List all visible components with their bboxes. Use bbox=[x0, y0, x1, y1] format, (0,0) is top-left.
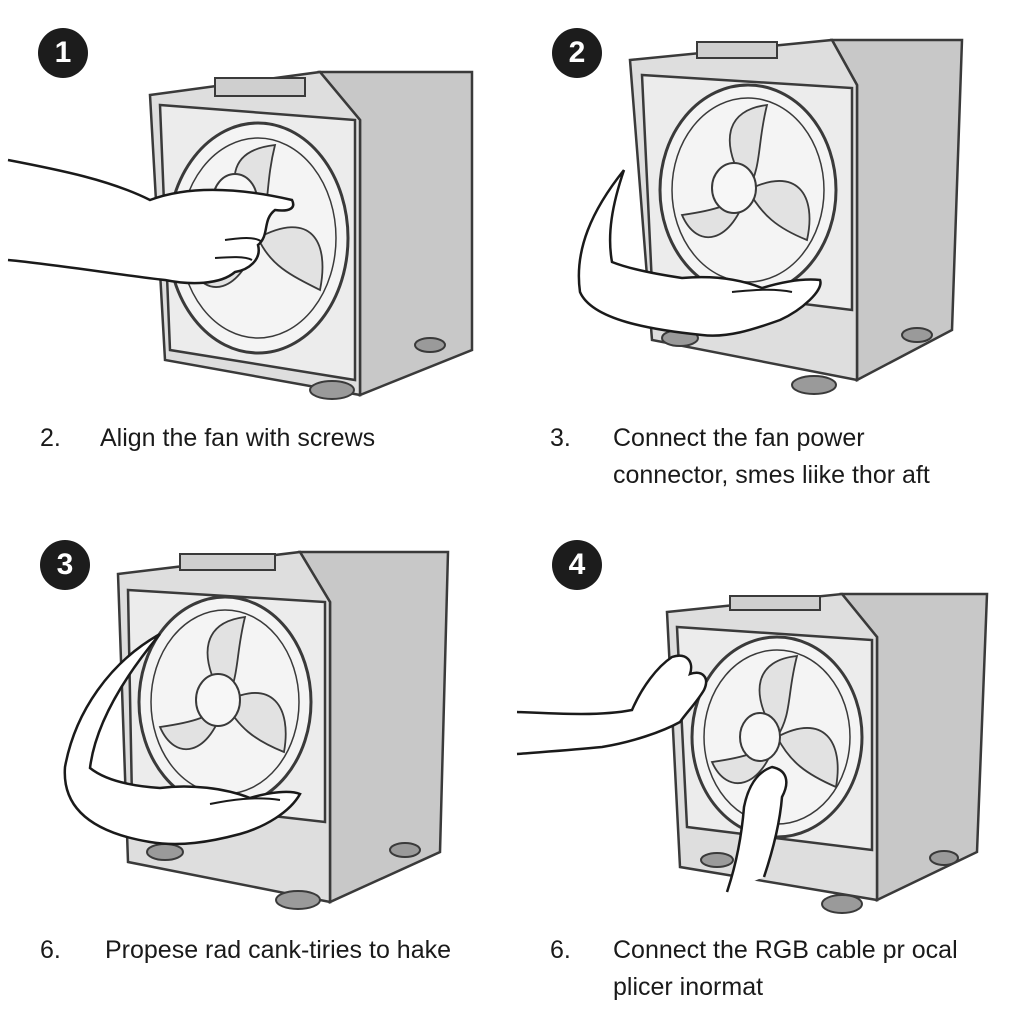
step-text-2: Connect the fan power connector, smes li… bbox=[613, 424, 930, 489]
step-badge-3: 3 bbox=[40, 540, 90, 590]
hand-icon bbox=[516, 654, 788, 893]
step-text-4: Connect the RGB cable pr ocal plicer ino… bbox=[613, 936, 958, 1001]
fan-install-illustration-1 bbox=[7, 70, 474, 400]
fan-install-illustration-2 bbox=[577, 38, 964, 395]
step-badge-4: 4 bbox=[552, 540, 602, 590]
case-fan bbox=[640, 73, 854, 312]
step-panel-4: 4 6. Connect the RGB cable pr ocal plice… bbox=[512, 512, 1024, 1024]
fan-install-illustration-3 bbox=[63, 550, 450, 910]
step-number-2: 3. bbox=[550, 424, 571, 452]
step-panel-3: 3 6. Propese rad cank-tiries to hake bbox=[0, 512, 512, 1024]
step-panel-1: 1 2. Align the fan with screws bbox=[0, 0, 512, 512]
case-fan bbox=[675, 625, 874, 852]
step-number-1: 2. bbox=[40, 424, 61, 452]
step-number-3: 6. bbox=[40, 936, 61, 964]
step-badge-1: 1 bbox=[38, 28, 88, 78]
hand-icon bbox=[577, 169, 822, 337]
hand-icon bbox=[7, 158, 295, 285]
fan-install-illustration-4 bbox=[516, 592, 989, 914]
step-panel-2: 2 3. Connect the fan power connector, sm… bbox=[512, 0, 1024, 512]
step-text-3: Propese rad cank-tiries to hake bbox=[105, 936, 452, 964]
step-text-1: Align the fan with screws bbox=[100, 424, 376, 452]
hand-icon bbox=[63, 632, 302, 846]
step-badge-2: 2 bbox=[552, 28, 602, 78]
case-fan bbox=[126, 588, 327, 824]
step-number-4: 6. bbox=[550, 936, 571, 964]
